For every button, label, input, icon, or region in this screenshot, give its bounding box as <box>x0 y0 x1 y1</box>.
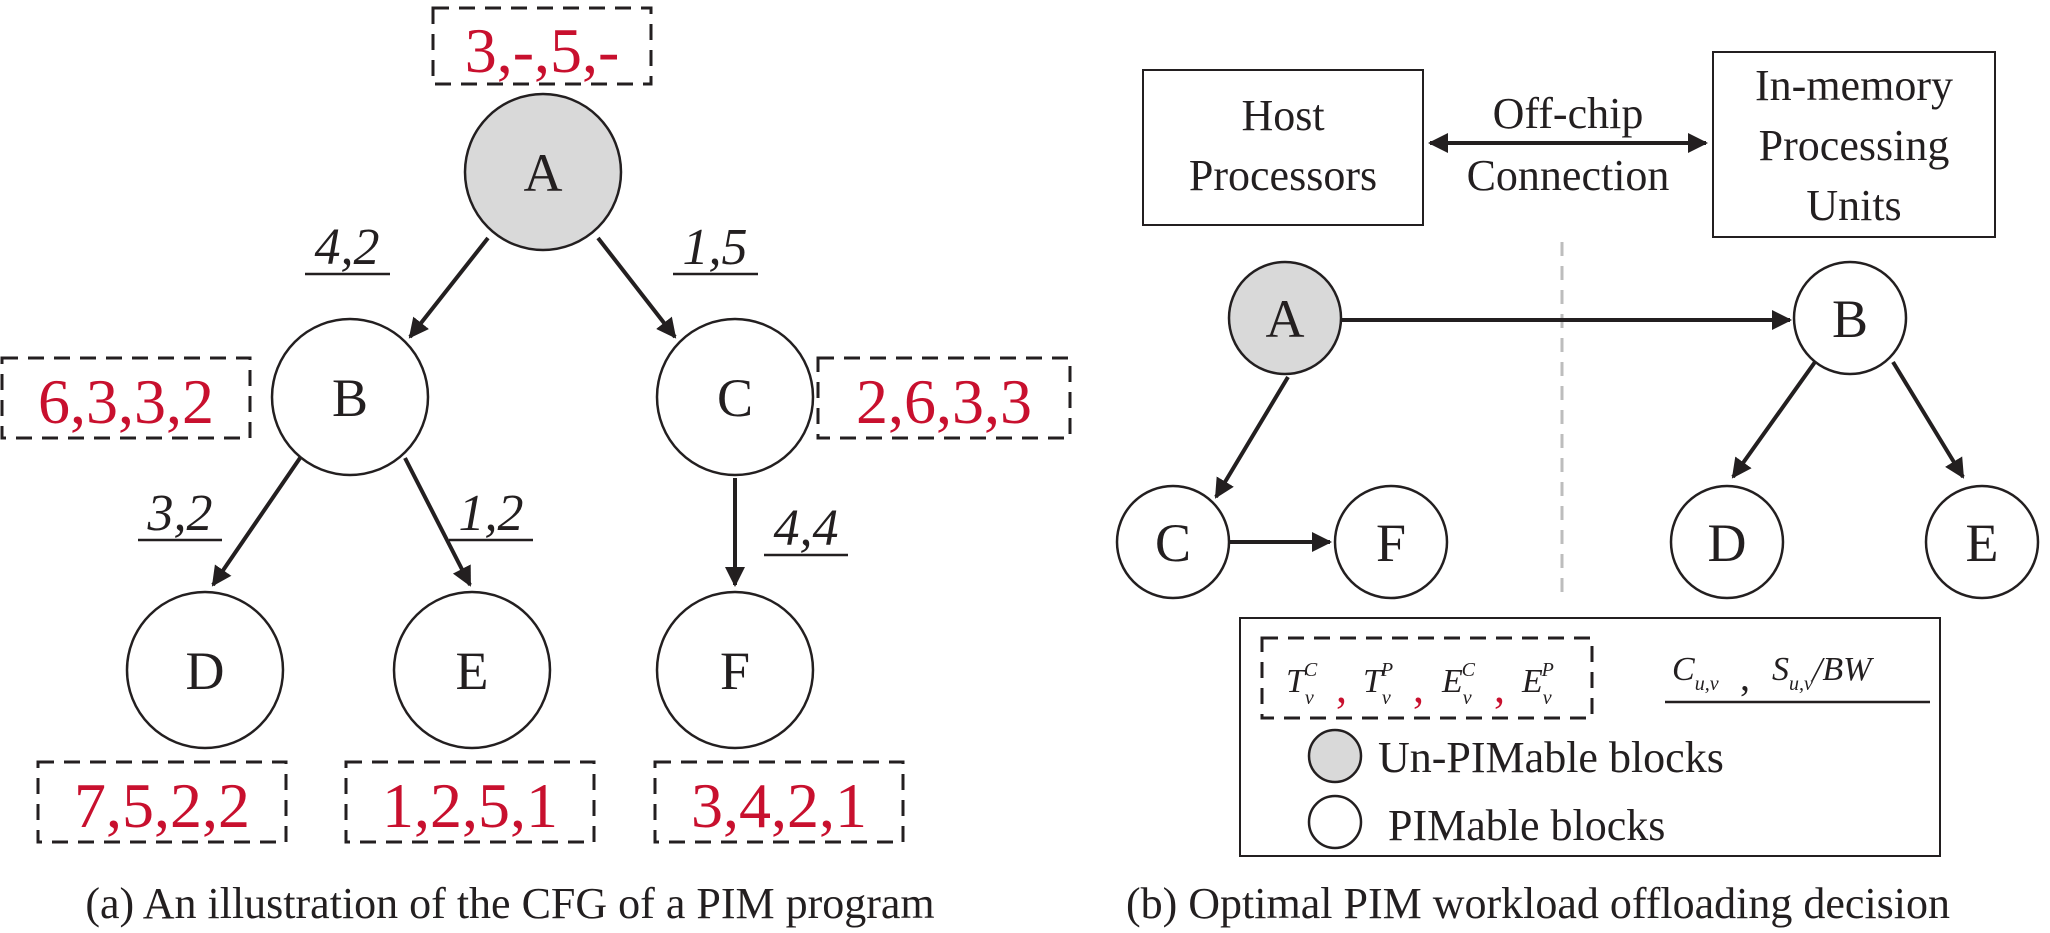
legend-unpim-label: Un-PIMable blocks <box>1378 733 1724 782</box>
node-b-panel-b-circle <box>1792 260 1908 376</box>
caption-b: (b) Optimal PIM workload offloading deci… <box>1126 879 1950 928</box>
host-processors-box <box>1142 69 1424 226</box>
panel-a-cfg: A B C D E F 3,-,5,- 6,3,3,2 2,6,3,3 7,5,… <box>0 6 1072 928</box>
annotation-box-f <box>653 760 905 844</box>
node-d-circle <box>125 590 285 750</box>
edge-b-panel-a-to-c <box>1214 375 1290 499</box>
annotation-a: 3,-,5,- <box>465 15 620 86</box>
node-f-circle <box>655 590 815 750</box>
edge-b-e <box>403 457 472 587</box>
annotation-box-c <box>816 356 1072 440</box>
edge-label-a-b: 4,2 <box>315 219 380 276</box>
annotation-box-e <box>344 760 596 844</box>
edge-b-panel-b-to-d <box>1731 360 1817 479</box>
host-label-line1: Host <box>1241 91 1324 140</box>
node-b-panel-e-label: E <box>1966 513 1999 573</box>
node-c-circle <box>655 317 815 477</box>
node-b-panel-f-circle <box>1333 484 1449 600</box>
link-label-line2: Connection <box>1467 151 1670 200</box>
node-b-panel-a-circle <box>1227 260 1343 376</box>
annotation-f: 3,4,2,1 <box>691 770 867 841</box>
annotation-e: 1,2,5,1 <box>382 770 558 841</box>
pim-label-line3: Units <box>1806 181 1901 230</box>
node-b-panel-e-circle <box>1924 484 2040 600</box>
node-a-circle <box>463 92 623 252</box>
link-label-line1: Off-chip <box>1493 89 1644 138</box>
node-b-panel-b-label: B <box>1832 289 1868 349</box>
node-b-panel-f-label: F <box>1376 513 1406 573</box>
node-b-panel-d-circle <box>1669 484 1785 600</box>
pim-label-line2: Processing <box>1759 121 1950 170</box>
node-d-label: D <box>186 641 225 701</box>
pim-label-line1: In-memory <box>1755 61 1953 110</box>
node-a-label: A <box>524 143 563 203</box>
node-e-label: E <box>456 641 489 701</box>
legend-tuple-box <box>1260 636 1594 720</box>
legend-sep-2: , <box>1413 663 1424 712</box>
node-b-label: B <box>332 368 368 428</box>
in-memory-processing-box <box>1712 51 1996 238</box>
edge-label-b-e: 1,2 <box>459 485 524 542</box>
node-b-panel-d-label: D <box>1708 513 1747 573</box>
legend-pim-icon <box>1307 794 1363 850</box>
node-e-circle <box>392 590 552 750</box>
annotation-box-a <box>431 6 653 86</box>
host-label-line2: Processors <box>1189 151 1377 200</box>
legend: TvC , TvP , EvC , EvP Cu,v , Su,v/BW Un-… <box>1239 617 1941 857</box>
node-b-panel-c-label: C <box>1155 513 1191 573</box>
legend-pim-label: PIMable blocks <box>1388 801 1665 850</box>
node-b-circle <box>270 317 430 477</box>
node-b-panel-a-label: A <box>1266 289 1305 349</box>
legend-sep-1: , <box>1336 663 1347 712</box>
annotation-box-b <box>0 356 252 440</box>
annotation-d: 7,5,2,2 <box>74 770 250 841</box>
node-f-label: F <box>720 641 750 701</box>
annotation-box-d <box>36 760 288 844</box>
caption-a: (a) An illustration of the CFG of a PIM … <box>85 879 934 928</box>
legend-sep-3: , <box>1494 663 1505 712</box>
edge-label-a-c: 1,5 <box>683 219 748 276</box>
legend-sep-4: , <box>1740 654 1750 699</box>
panel-b-offloading: Host Processors In-memory Processing Uni… <box>1115 51 2040 928</box>
node-c-label: C <box>717 368 753 428</box>
edge-label-c-f: 4,4 <box>774 500 839 557</box>
edge-b-panel-b-to-e <box>1891 360 1965 479</box>
edge-a-c <box>596 236 677 339</box>
annotation-b: 6,3,3,2 <box>38 366 214 437</box>
node-b-panel-c-circle <box>1115 484 1231 600</box>
annotation-c: 2,6,3,3 <box>856 366 1032 437</box>
edge-b-d <box>211 456 302 587</box>
legend-unpim-icon <box>1307 728 1363 784</box>
edge-label-b-d: 3,2 <box>147 485 213 542</box>
edge-a-b <box>408 236 490 339</box>
